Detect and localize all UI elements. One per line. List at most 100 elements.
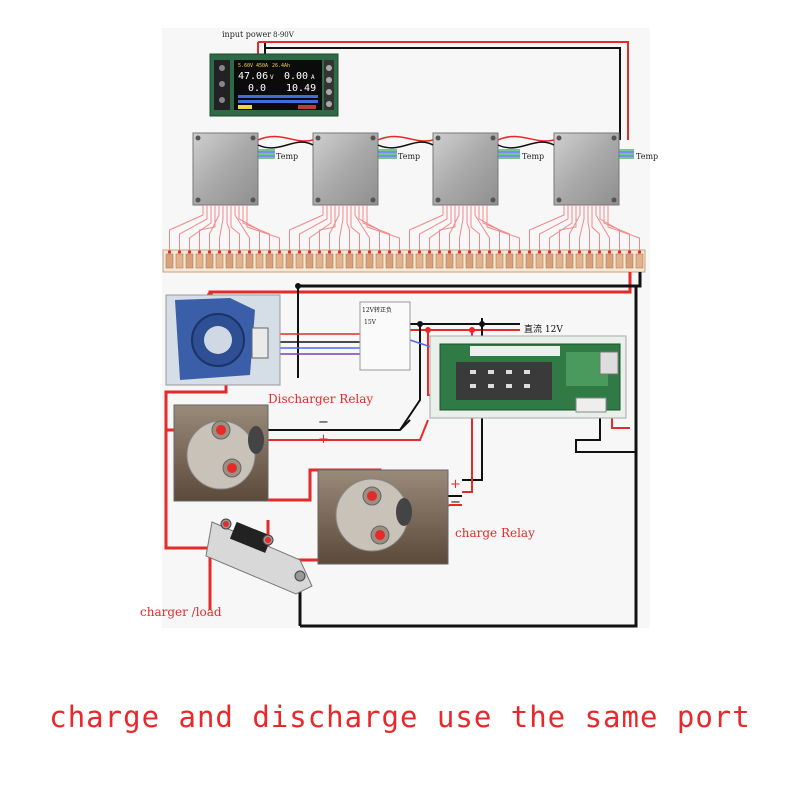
temp-label-4: Temp xyxy=(636,152,658,161)
cell-tap xyxy=(547,250,552,254)
battery-cell xyxy=(225,253,234,269)
balance-wire xyxy=(559,205,577,252)
cell-tap xyxy=(577,250,582,254)
balance-wire xyxy=(429,205,452,252)
battery-cell xyxy=(315,253,324,269)
balance-wire xyxy=(486,205,520,252)
cell-tap xyxy=(447,250,452,254)
balance-wire xyxy=(234,205,250,252)
balance-wire xyxy=(209,205,220,252)
temp-label-1: Temp xyxy=(276,152,298,161)
battery-cell xyxy=(335,253,344,269)
battery-cell xyxy=(585,253,594,269)
cell-tap xyxy=(387,250,392,254)
battery-cell xyxy=(575,253,584,269)
discharge-plus: + xyxy=(318,432,329,447)
cell-tap xyxy=(357,250,362,254)
cell-tap xyxy=(367,250,372,254)
balance-wire xyxy=(482,205,510,252)
battery-cell xyxy=(525,253,534,269)
balance-wire xyxy=(599,205,620,252)
display-value3: 0.0 xyxy=(248,83,266,94)
bms-plates: Temp Temp Temp Temp xyxy=(192,132,658,206)
balance-wire xyxy=(238,205,260,252)
balance-wire xyxy=(419,205,448,252)
battery-cell xyxy=(245,253,254,269)
caption: charge and discharge use the same port xyxy=(49,700,751,734)
battery-cell xyxy=(615,253,624,269)
balance-wire xyxy=(358,205,380,252)
balance-wire xyxy=(409,205,444,252)
cell-tap xyxy=(427,250,432,254)
discharge-minus: − xyxy=(318,415,329,430)
cell-tap xyxy=(297,250,302,254)
battery-cell xyxy=(405,253,414,269)
cell-tap xyxy=(617,250,622,254)
display-value4: 10.49 xyxy=(286,83,316,94)
charge-relay xyxy=(317,469,449,565)
cell-tap xyxy=(317,250,322,254)
balance-wire xyxy=(199,205,216,252)
battery-cell xyxy=(515,253,524,269)
battery-cell xyxy=(305,253,314,269)
hall-current-sensor xyxy=(165,294,281,386)
cell-tap xyxy=(217,250,222,254)
balance-wire xyxy=(339,205,344,252)
battery-cell xyxy=(555,253,564,269)
bms-plate-4: Temp xyxy=(553,132,658,206)
cell-tap xyxy=(327,250,332,254)
battery-cell xyxy=(445,253,454,269)
temp-label-3: Temp xyxy=(522,152,544,161)
cell-tap xyxy=(537,250,542,254)
balance-wire xyxy=(607,205,640,252)
battery-cell xyxy=(185,253,194,269)
balance-wire xyxy=(591,205,600,252)
battery-cell xyxy=(285,253,294,269)
balance-wire xyxy=(603,205,630,252)
battery-cell xyxy=(295,253,304,269)
battery-cell xyxy=(365,253,374,269)
cell-tap xyxy=(517,250,522,254)
cell-tap xyxy=(607,250,612,254)
balance-wire xyxy=(309,205,332,252)
battery-cell xyxy=(565,253,574,269)
balance-wire xyxy=(329,205,340,252)
battery-cell xyxy=(415,253,424,269)
cell-tap xyxy=(197,250,202,254)
charge-plus: + xyxy=(450,477,461,492)
balance-wire xyxy=(587,205,590,252)
balance-wire xyxy=(449,205,460,252)
battery-cell xyxy=(505,253,514,269)
balance-wire xyxy=(362,205,390,252)
battery-cell xyxy=(275,253,284,269)
cell-tap xyxy=(587,250,592,254)
balance-wire xyxy=(246,205,280,252)
cell-tap xyxy=(487,250,492,254)
battery-cell xyxy=(395,253,404,269)
cell-tap xyxy=(187,250,192,254)
discharge-relay xyxy=(173,404,269,502)
display-voltage-unit: V xyxy=(270,74,274,81)
cell-tap xyxy=(527,250,532,254)
balance-wire xyxy=(354,205,370,252)
converter-15v: 15V xyxy=(364,319,377,326)
cell-tap xyxy=(507,250,512,254)
cell-tap xyxy=(167,250,172,254)
charge-minus: − xyxy=(450,495,461,510)
battery-cell xyxy=(195,253,204,269)
display-current: 0.00 xyxy=(284,71,308,82)
balance-wire xyxy=(226,205,230,252)
balance-wire xyxy=(219,205,224,252)
input-power-wires xyxy=(257,41,629,140)
balance-wire xyxy=(169,205,204,252)
battery-cell xyxy=(605,253,614,269)
display-voltage: 47.06 xyxy=(238,71,268,82)
balance-wire xyxy=(529,205,565,252)
cell-tap xyxy=(227,250,232,254)
balance-wire xyxy=(569,205,581,252)
battery-cell xyxy=(425,253,434,269)
battery-cell-row xyxy=(162,249,646,273)
balance-wire xyxy=(579,205,585,252)
cell-tap xyxy=(457,250,462,254)
battery-cell xyxy=(355,253,364,269)
